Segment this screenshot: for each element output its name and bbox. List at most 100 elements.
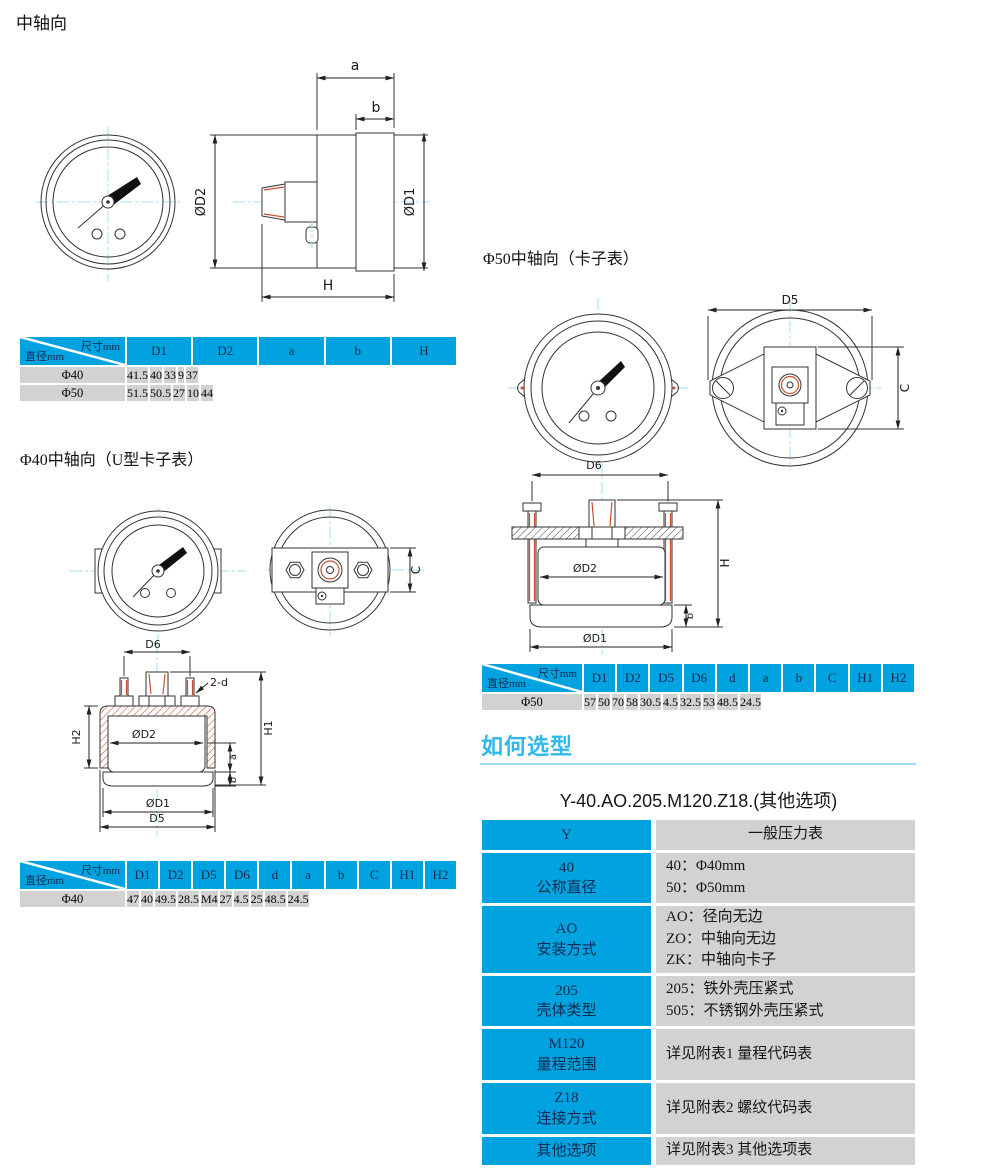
- corner-label-size: 尺寸mm: [80, 341, 120, 353]
- dim-label-d6: D6: [586, 459, 601, 472]
- corner-label-size: 尺寸mm: [80, 865, 120, 877]
- axial-dimension-table: 尺寸mm 直径mm D1 D2 a b H Φ40 41.5 40 33 9 3…: [20, 337, 457, 401]
- code-description: ZO：中轴向无边: [666, 930, 776, 947]
- value-cell: 40: [150, 367, 162, 383]
- table-corner-cell: 尺寸mm 直径mm: [20, 337, 125, 365]
- column-header: b: [325, 337, 390, 365]
- phi40-section-title: Φ40中轴向（U型卡子表）: [20, 452, 204, 469]
- value-cell: 48.5: [264, 891, 286, 907]
- row-label: Φ40: [20, 367, 125, 383]
- code-description: AO：径向无边: [666, 908, 763, 925]
- code-label: Y: [561, 826, 572, 843]
- column-header: H1: [391, 861, 423, 889]
- selection-row-range: M120 量程范围 详见附表1 量程代码表: [482, 1029, 915, 1080]
- code-label: 量程范围: [536, 1056, 597, 1073]
- dim-label-a: a: [351, 58, 360, 74]
- dim-label-d5: D5: [782, 293, 799, 307]
- howto-underline: [480, 763, 916, 765]
- phi50-section-drawing: D6 ØD2 ØD1 H: [511, 459, 732, 655]
- table-row: Φ40 47 40 49.5 28.5 M4 27 4.5 25 48.5 24…: [20, 891, 456, 907]
- phi40-views-drawing: C: [70, 506, 424, 640]
- value-cell: 41.5: [127, 367, 148, 383]
- code-description: 40：Φ40mm: [666, 858, 746, 875]
- value-cell: 50: [598, 694, 610, 710]
- code-description: 详见附表1 量程代码表: [666, 1045, 813, 1062]
- value-cell: 4.5: [233, 891, 249, 907]
- value-cell: 53: [703, 694, 715, 710]
- table-row: Φ40 41.5 40 33 9 37: [20, 367, 456, 383]
- value-cell: 47: [127, 891, 139, 907]
- column-header: H1: [849, 664, 881, 692]
- column-header: H2: [424, 861, 456, 889]
- dim-label-d6: D6: [145, 640, 160, 651]
- dim-label-d1: ØD1: [403, 188, 418, 217]
- code-description: 205：铁外壳压紧式: [666, 981, 794, 998]
- column-header: D2: [193, 337, 258, 365]
- code-description: 505：不锈钢外壳压紧式: [666, 1003, 824, 1019]
- column-header: H2: [882, 664, 915, 692]
- model-selection-table: Y 一般压力表 40 公称直径 40：Φ40mm 50：Φ50mm AO 安装方…: [482, 820, 915, 1165]
- dim-label-h: H: [323, 278, 334, 294]
- value-cell: 28.5: [178, 891, 199, 907]
- value-cell: 25: [250, 891, 263, 907]
- column-header: D5: [193, 861, 225, 889]
- model-code: Y-40.AO.205.M120.Z18.(其他选项): [559, 791, 838, 811]
- column-header: b: [783, 664, 815, 692]
- code-label: 连接方式: [536, 1110, 597, 1127]
- column-header: a: [259, 337, 324, 365]
- dim-label-h1: H1: [262, 720, 275, 735]
- selection-row-diameter: 40 公称直径 40：Φ40mm 50：Φ50mm: [482, 853, 915, 903]
- column-header: d: [259, 861, 291, 889]
- row-label: Φ50: [20, 385, 125, 401]
- column-header: D2: [617, 664, 649, 692]
- value-cell: 27: [219, 891, 232, 907]
- dim-label-c: C: [409, 566, 423, 574]
- phi50-views-drawing: D5 C: [508, 293, 912, 472]
- corner-label-diameter: 直径mm: [487, 678, 527, 690]
- value-cell: 30.5: [640, 694, 661, 710]
- table-corner-cell: 尺寸mm 直径mm: [20, 861, 125, 889]
- column-header: D1: [584, 664, 616, 692]
- code-description: 50：Φ50mm: [666, 880, 746, 896]
- dim-label-d2: ØD2: [194, 188, 209, 217]
- corner-label-diameter: 直径mm: [25, 875, 65, 887]
- dim-label-d5: D5: [149, 812, 164, 825]
- dim-label-d1: ØD1: [583, 632, 607, 645]
- code-description: 一般压力表: [747, 826, 823, 843]
- axial-gauge-drawing: a b ØD2 ØD1 H: [36, 58, 430, 302]
- value-cell: 32.5: [680, 694, 701, 710]
- dim-label-a: a: [228, 754, 239, 760]
- dim-label-h2: H2: [70, 729, 83, 744]
- column-header: D6: [226, 861, 258, 889]
- column-header: b: [325, 861, 357, 889]
- selection-row-other-options: 其他选项 详见附表3 其他选项表: [482, 1137, 915, 1165]
- value-cell: 51.5: [127, 385, 148, 401]
- value-cell: 70: [612, 694, 624, 710]
- value-cell: 33: [164, 367, 176, 383]
- dim-label-2d: 2-d: [210, 676, 228, 689]
- value-cell: 49.5: [155, 891, 176, 907]
- dim-label-b: b: [228, 777, 239, 783]
- phi50-dimension-table: 尺寸mm 直径mm D1 D2 D5 D6 d a b C H1 H2 Φ50 …: [482, 664, 915, 710]
- phi50-section-title: Φ50中轴向（卡子表）: [483, 251, 639, 268]
- code-label: M120: [548, 1036, 585, 1053]
- column-header: D2: [160, 861, 192, 889]
- table-corner-cell: 尺寸mm 直径mm: [482, 664, 582, 692]
- code-label: 40: [559, 859, 574, 876]
- selection-row-series: Y 一般压力表: [482, 820, 915, 850]
- column-header: D1: [127, 337, 192, 365]
- code-label: AO: [555, 921, 578, 938]
- column-header: D1: [127, 861, 159, 889]
- dim-label-c: C: [898, 384, 912, 392]
- row-label: Φ50: [482, 694, 582, 710]
- code-description: 详见附表3 其他选项表: [666, 1142, 813, 1159]
- value-cell: 9: [178, 367, 184, 383]
- code-label: 205: [555, 982, 578, 999]
- value-cell: 40: [141, 891, 153, 907]
- value-cell: 24.5: [287, 891, 309, 907]
- dim-label-d1: ØD1: [146, 797, 170, 810]
- code-label: 公称直径: [536, 880, 597, 896]
- column-header: a: [750, 664, 782, 692]
- column-header: D5: [650, 664, 682, 692]
- dim-label-d2: ØD2: [573, 562, 597, 575]
